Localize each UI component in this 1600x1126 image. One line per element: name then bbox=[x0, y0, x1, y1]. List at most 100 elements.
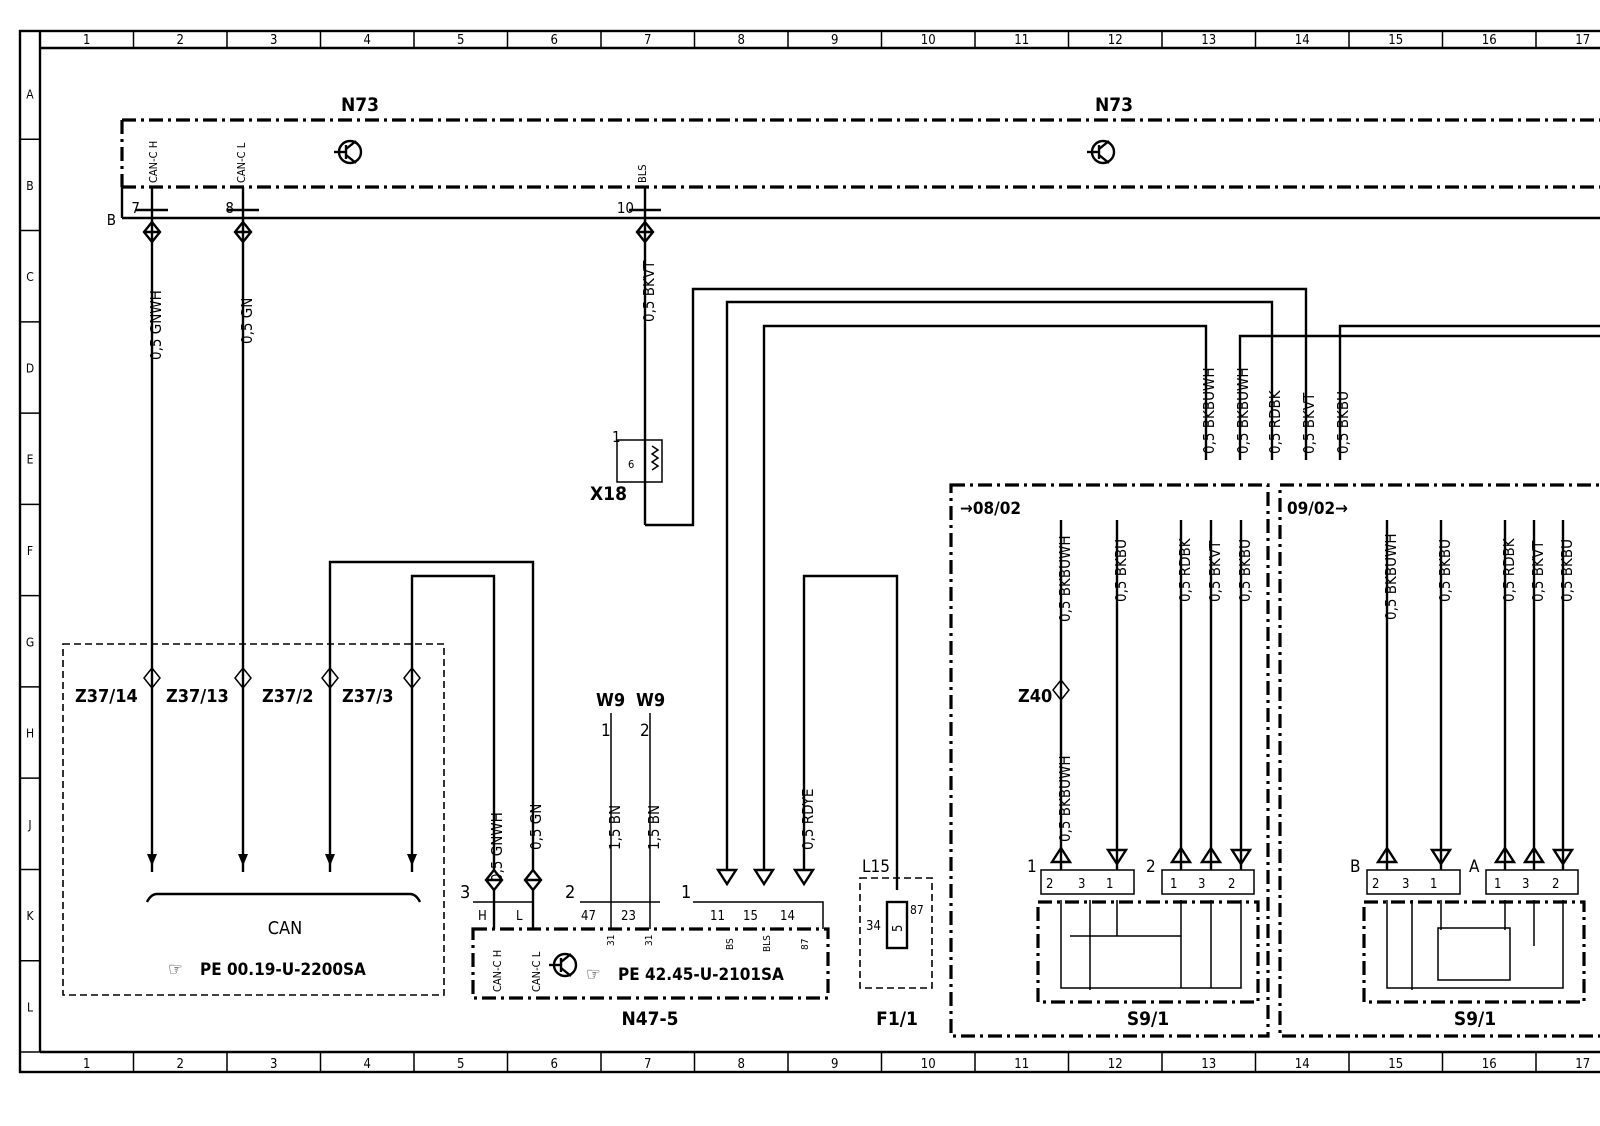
s9-right-conn-b: B bbox=[1350, 857, 1361, 877]
column-number: 14 bbox=[1295, 33, 1310, 48]
s9-1-left: →08/02 0,5 BKBUWH 0,5 BKBUWH 0,5 BKBU 0,… bbox=[949, 483, 1270, 1038]
wire-r3: 0,5 RDBK bbox=[1500, 537, 1518, 602]
n47-pin-47: 47 bbox=[581, 909, 596, 924]
wire-top2: 0,5 BKBUWH bbox=[1234, 368, 1252, 454]
can-splice-box: Z37/14 Z37/13 Z37/2 Z37/3 CAN ☞ PE 00.19… bbox=[62, 560, 535, 996]
wire-canl-label: 0,5 GN bbox=[238, 298, 256, 344]
w9-a-label: W9 bbox=[596, 690, 625, 711]
column-number: 15 bbox=[1388, 1057, 1403, 1072]
wire-s1b: 0,5 BKBUWH bbox=[1056, 756, 1074, 842]
row-letter: J bbox=[27, 818, 31, 832]
column-number: 1 bbox=[83, 1057, 90, 1072]
f1-pin-5: 5 bbox=[891, 925, 906, 932]
n47-5-unit: 0,5 GNWH 0,5 GN 3 2 1 H L 47 23 11 15 14… bbox=[460, 574, 899, 1030]
wire-r1: 0,5 BKBUWH bbox=[1382, 534, 1400, 620]
s9-right-conn-a: A bbox=[1469, 857, 1480, 877]
n47-pin-bls: BLS bbox=[762, 935, 773, 952]
s9-right-pin: 2 bbox=[1372, 877, 1379, 892]
n47-conn-3: 3 bbox=[460, 882, 470, 903]
s9-1-right: 09/02→ 0,5 BKBUWH 0,5 BKBU 0,5 RDBK 0,5 … bbox=[1278, 483, 1600, 1038]
s9-right-pin: 1 bbox=[1430, 877, 1437, 892]
n73-left-label: N73 bbox=[341, 94, 379, 116]
n73-pin-b: B bbox=[107, 211, 116, 229]
row-letter: A bbox=[26, 88, 34, 102]
transistor-icon bbox=[549, 952, 578, 978]
s9-right-pin: 3 bbox=[1402, 877, 1409, 892]
n73-pin-7: 7 bbox=[131, 199, 140, 217]
x18-label: X18 bbox=[590, 483, 627, 505]
wire-w9-b: 1,5 BN bbox=[645, 805, 663, 850]
n73-pin-10: 10 bbox=[617, 199, 634, 217]
column-number: 4 bbox=[364, 1057, 371, 1072]
column-number: 11 bbox=[1014, 33, 1029, 48]
f1-pin-87: 87 bbox=[910, 903, 924, 917]
n47-can-h: CAN-C H bbox=[491, 950, 504, 992]
wire-r4: 0,5 BKVT bbox=[1529, 540, 1547, 602]
wire-s5: 0,5 BKBU bbox=[1236, 539, 1254, 602]
n47-pin-h: H bbox=[478, 909, 487, 924]
n47-pin-14: 14 bbox=[780, 909, 795, 924]
s9-left-conn-1: 1 bbox=[1027, 857, 1037, 877]
n47-reference: PE 42.45-U-2101SA bbox=[618, 965, 784, 985]
row-letter: D bbox=[26, 361, 34, 375]
z37-3-label: Z37/3 bbox=[342, 686, 393, 707]
x18-pin-1: 1 bbox=[612, 428, 621, 446]
n73-right-label: N73 bbox=[1095, 94, 1133, 116]
n73-pin-can-l: CAN-C L bbox=[235, 142, 248, 183]
can-reference: PE 00.19-U-2200SA bbox=[200, 960, 366, 980]
row-letter: G bbox=[26, 635, 34, 649]
wire-w9-a: 1,5 BN bbox=[606, 805, 624, 850]
n47-pin-87: 87 bbox=[800, 939, 811, 950]
column-number: 10 bbox=[921, 33, 936, 48]
can-bus-label: CAN bbox=[268, 918, 303, 939]
row-letter: C bbox=[26, 270, 34, 284]
column-number: 6 bbox=[551, 1057, 558, 1072]
drawing-frame bbox=[18, 29, 1600, 1074]
wire-rdye: 0,5 RDYE bbox=[799, 789, 817, 850]
wire-s4: 0,5 BKVT bbox=[1206, 540, 1224, 602]
column-number: 5 bbox=[457, 1057, 464, 1072]
wire-s2: 0,5 BKBU bbox=[1112, 539, 1130, 602]
s9-right-pin: 3 bbox=[1522, 877, 1529, 892]
n47-can-l: CAN-C L bbox=[530, 951, 543, 992]
column-number: 7 bbox=[644, 1057, 651, 1072]
s9-left-conn-2: 2 bbox=[1146, 857, 1156, 877]
column-number: 2 bbox=[177, 33, 184, 48]
n47-pin-31a: 31 bbox=[606, 935, 617, 946]
column-number: 12 bbox=[1108, 1057, 1123, 1072]
s9-left-pin: 2 bbox=[1228, 877, 1235, 892]
n47-pin-l: L bbox=[516, 909, 523, 924]
column-number: 2 bbox=[177, 1057, 184, 1072]
ref-09-02: 09/02→ bbox=[1287, 499, 1348, 519]
column-number: 13 bbox=[1201, 1057, 1216, 1072]
can-wires: 0,5 GNWH 0,5 GN 0,5 BKVT bbox=[136, 187, 661, 872]
column-number: 12 bbox=[1108, 33, 1123, 48]
column-ruler: 1122334455667788991010111112121313141415… bbox=[83, 31, 1590, 1072]
z37-2-label: Z37/2 bbox=[262, 686, 313, 707]
column-number: 4 bbox=[364, 33, 371, 48]
wire-top5: 0,5 BKBU bbox=[1334, 391, 1352, 454]
s9-right-label: S9/1 bbox=[1454, 1008, 1496, 1030]
column-number: 3 bbox=[270, 33, 277, 48]
column-number: 17 bbox=[1575, 33, 1590, 48]
wire-top4: 0,5 BKVT bbox=[1300, 392, 1318, 454]
l15-label: L15 bbox=[862, 857, 890, 877]
column-number: 9 bbox=[831, 33, 838, 48]
z37-13-label: Z37/13 bbox=[166, 686, 229, 707]
n47-conn-2: 2 bbox=[565, 882, 575, 903]
row-letter: B bbox=[26, 179, 33, 193]
n73-pin-bls: BLS bbox=[636, 164, 649, 183]
s9-left-pin: 3 bbox=[1198, 877, 1205, 892]
n47-pin-bs: BS bbox=[725, 938, 736, 950]
transistor-icon bbox=[1087, 139, 1116, 165]
column-number: 8 bbox=[738, 33, 745, 48]
column-number: 9 bbox=[831, 1057, 838, 1072]
wire-top1: 0,5 BKBUWH bbox=[1200, 368, 1218, 454]
column-number: 16 bbox=[1482, 33, 1497, 48]
column-number: 3 bbox=[270, 1057, 277, 1072]
wire-s1a: 0,5 BKBUWH bbox=[1056, 536, 1074, 622]
n73-control-unit: N73 N73 B CAN-C H CAN-C L BLS 7 8 10 bbox=[107, 94, 1600, 229]
can-ref-icon: ☞ bbox=[168, 959, 183, 980]
